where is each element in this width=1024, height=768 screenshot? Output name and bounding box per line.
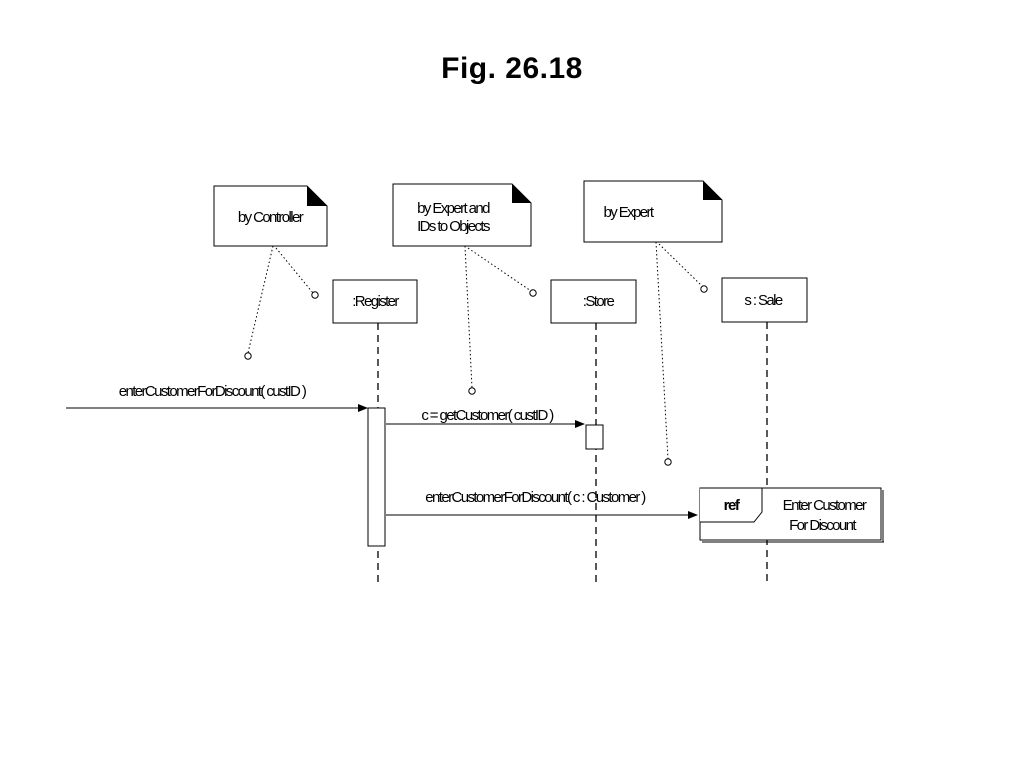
note-controller: by Controller [213,185,328,247]
ref-keyword: ref [724,497,741,514]
lifeline-register-head [332,279,418,324]
figure-title: Fig. 26.18 [441,52,583,85]
message-getcustomer-label: c = getCustomer( custID ) [421,407,554,424]
anchor-controller-register [275,247,314,294]
lifeline-store-head [550,279,637,324]
anchor-circle [700,285,708,293]
message-found: enterCustomerForDiscount( custID ) [66,383,368,412]
anchor-expert-message [655,241,669,460]
lifeline-sale-label: s : Sale [744,292,782,309]
anchor-ido-store [467,247,532,292]
note-expert-ido-line2: IDs to Objects [417,218,490,235]
note-expert-ido: by Expert and IDs to Objects [392,183,532,247]
lifeline-store-label: :Store [583,293,615,310]
message-getcustomer: c = getCustomer( custID ) [386,407,585,428]
anchor-controller-message [247,245,274,354]
note-expert-ido-line1: by Expert and [417,200,490,217]
ref-name-line1: Enter Customer [783,497,867,514]
anchor-circle [664,458,672,466]
lifeline-register-label: :Register [352,293,399,310]
anchor-circle [468,387,476,395]
anchor-expert-sale [658,243,703,287]
ref-frame-tab [700,487,763,523]
lifeline-sale: s : Sale [721,277,808,585]
interaction-use-frame: ref Enter Customer For Discount [699,487,884,543]
note-anchors [247,241,703,460]
note-anchor-circles [244,285,708,466]
message-found-label: enterCustomerForDiscount( custID ) [119,383,307,400]
message-to-ref: enterCustomerForDiscount( c : Customer ) [386,489,698,519]
note-expert-text: by Expert [604,204,655,221]
lifeline-store: :Store [550,279,637,585]
anchor-circle [311,291,319,299]
note-expert: by Expert [583,180,723,243]
anchor-circle [529,289,537,297]
message-to-ref-label: enterCustomerForDiscount( c : Customer ) [425,489,646,506]
anchor-ido-message [464,245,473,389]
activation-store [585,424,604,450]
lifeline-sale-head [721,277,808,323]
ref-name-line2: For Discount [789,517,857,534]
activation-register [367,407,386,547]
note-controller-text: by Controller [238,209,304,226]
anchor-circle [244,352,252,360]
